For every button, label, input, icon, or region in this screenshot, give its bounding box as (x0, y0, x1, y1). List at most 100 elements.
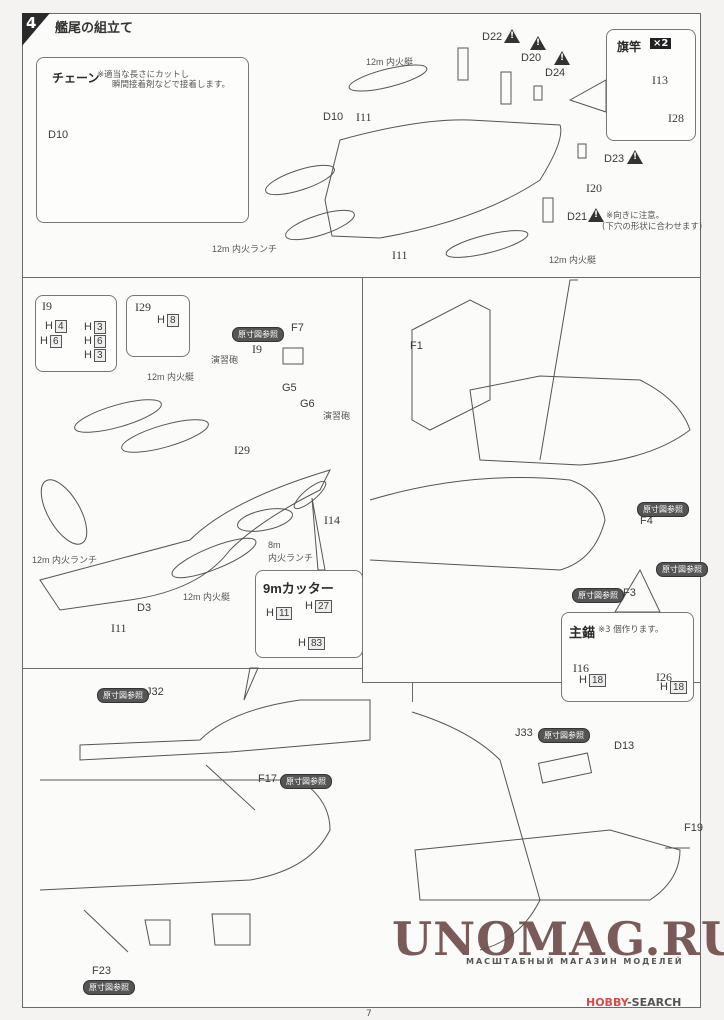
boat-12m-mid-c (171, 537, 257, 579)
h-prefix: H (45, 320, 53, 332)
hull-outline-bottom-right (411, 711, 541, 951)
deck-bottom-left (79, 699, 371, 761)
label-g5: G5 (282, 382, 297, 394)
rudder-a (144, 919, 171, 946)
h-number: 6 (93, 335, 106, 348)
label-d20: D20 (521, 52, 542, 64)
label-i28: I28 (668, 111, 684, 125)
label-d24: D24 (545, 67, 566, 79)
h-prefix: H (266, 607, 274, 619)
ref-badge-f17: 原寸図参照 (280, 774, 332, 789)
callout-bottom-left (243, 667, 259, 701)
part-d20 (500, 71, 512, 105)
label-j32: J32 (146, 686, 164, 698)
deck-assembly-mid (469, 375, 691, 466)
label-d3: D3 (137, 602, 152, 614)
step-badge (22, 13, 50, 46)
h-number: 27 (314, 600, 333, 613)
rudder-b (211, 913, 251, 946)
label-f3: F3 (623, 587, 636, 599)
warning-icon-d24 (554, 51, 570, 65)
cutter-i14 (293, 480, 327, 510)
label-j33: J33 (515, 727, 533, 739)
h-number: 83 (307, 637, 326, 650)
label-i26: I26 (656, 670, 672, 684)
label-i29: I29 (234, 443, 250, 457)
i29-inset (126, 295, 190, 357)
divider-bottom-right (362, 682, 700, 683)
label-i13: I13 (652, 73, 668, 87)
label-launch-12m-mid: 12m 内火ランチ (32, 555, 98, 565)
h-number: 11 (275, 607, 293, 620)
ref-badge-f3: 原寸図参照 (572, 588, 624, 603)
h-number: 4 (54, 320, 67, 333)
flagpole-callout (568, 79, 607, 113)
ref-badge-f4: 原寸図参照 (637, 502, 689, 517)
flagpole-title: 旗竿 (617, 40, 642, 54)
label-d10: D10 (323, 111, 344, 123)
label-i11-mid: I11 (111, 621, 127, 635)
divider-stub (412, 682, 413, 702)
part-f7 (282, 347, 304, 365)
label-i14: I14 (324, 513, 340, 527)
chain-part-label: D10 (48, 129, 69, 141)
i29-inset-title: I29 (135, 300, 151, 314)
label-d21: D21 (567, 211, 588, 223)
part-f1 (411, 299, 491, 431)
label-launch-12m: 12m 内火ランチ (212, 244, 278, 254)
label-launch-8m-b: 内火ランチ (268, 553, 314, 563)
part-f17 (205, 764, 256, 811)
warning-icon-d20 (530, 36, 546, 50)
h-prefix: H (305, 600, 313, 612)
h-prefix: H (84, 349, 92, 361)
label-practice-gun-b: 演習砲 (323, 411, 351, 421)
launch-12m-b (285, 209, 355, 241)
label-i20: I20 (586, 181, 602, 195)
chain-note-line2: 瞬間接着剤などで接着します。 (112, 80, 230, 90)
ref-badge-j32: 原寸図参照 (97, 688, 149, 703)
h-prefix: H (84, 321, 92, 333)
chain-inset (36, 57, 249, 223)
label-f1: F1 (410, 340, 423, 352)
deck-bottom-right (414, 829, 681, 901)
label-boat-12m-bottom: 12m 内火艇 (549, 255, 597, 265)
part-d24 (533, 85, 543, 101)
boat-12m-top (348, 64, 428, 92)
boat-12m-bottom (445, 230, 529, 258)
boat-12m-mid-a (74, 399, 162, 433)
h-number: 3 (93, 349, 106, 362)
label-i16: I16 (573, 661, 589, 675)
part-f23 (83, 909, 129, 953)
source-logo-part-a: HOBBY (586, 996, 628, 1009)
d21-note-line1: ※向きに注意。 (606, 211, 665, 221)
h-prefix: H (157, 314, 165, 326)
h-number: 18 (588, 674, 607, 687)
chain-note-line1: ※適当な長さにカットし (97, 70, 190, 80)
anchor-title: 主錨 (569, 625, 596, 640)
h-prefix: H (40, 335, 48, 347)
i9-inset-title: I9 (42, 299, 52, 313)
label-f19: F19 (684, 822, 703, 834)
divider-top (22, 277, 700, 278)
label-d22: D22 (482, 31, 503, 43)
h-prefix: H (84, 335, 92, 347)
label-f7: F7 (291, 322, 304, 334)
label-i9: I9 (252, 342, 262, 356)
page-number: 7 (366, 1009, 372, 1019)
boat-12m-mid-b (121, 419, 209, 453)
ref-badge-j33: 原寸図参照 (538, 728, 590, 743)
top-deck-outline (324, 119, 562, 239)
d21-note-line2: (下穴の形状に合わせます) (602, 222, 703, 232)
h-number: 6 (49, 335, 62, 348)
label-boat-12m-mid-top: 12m 内火艇 (147, 372, 195, 382)
